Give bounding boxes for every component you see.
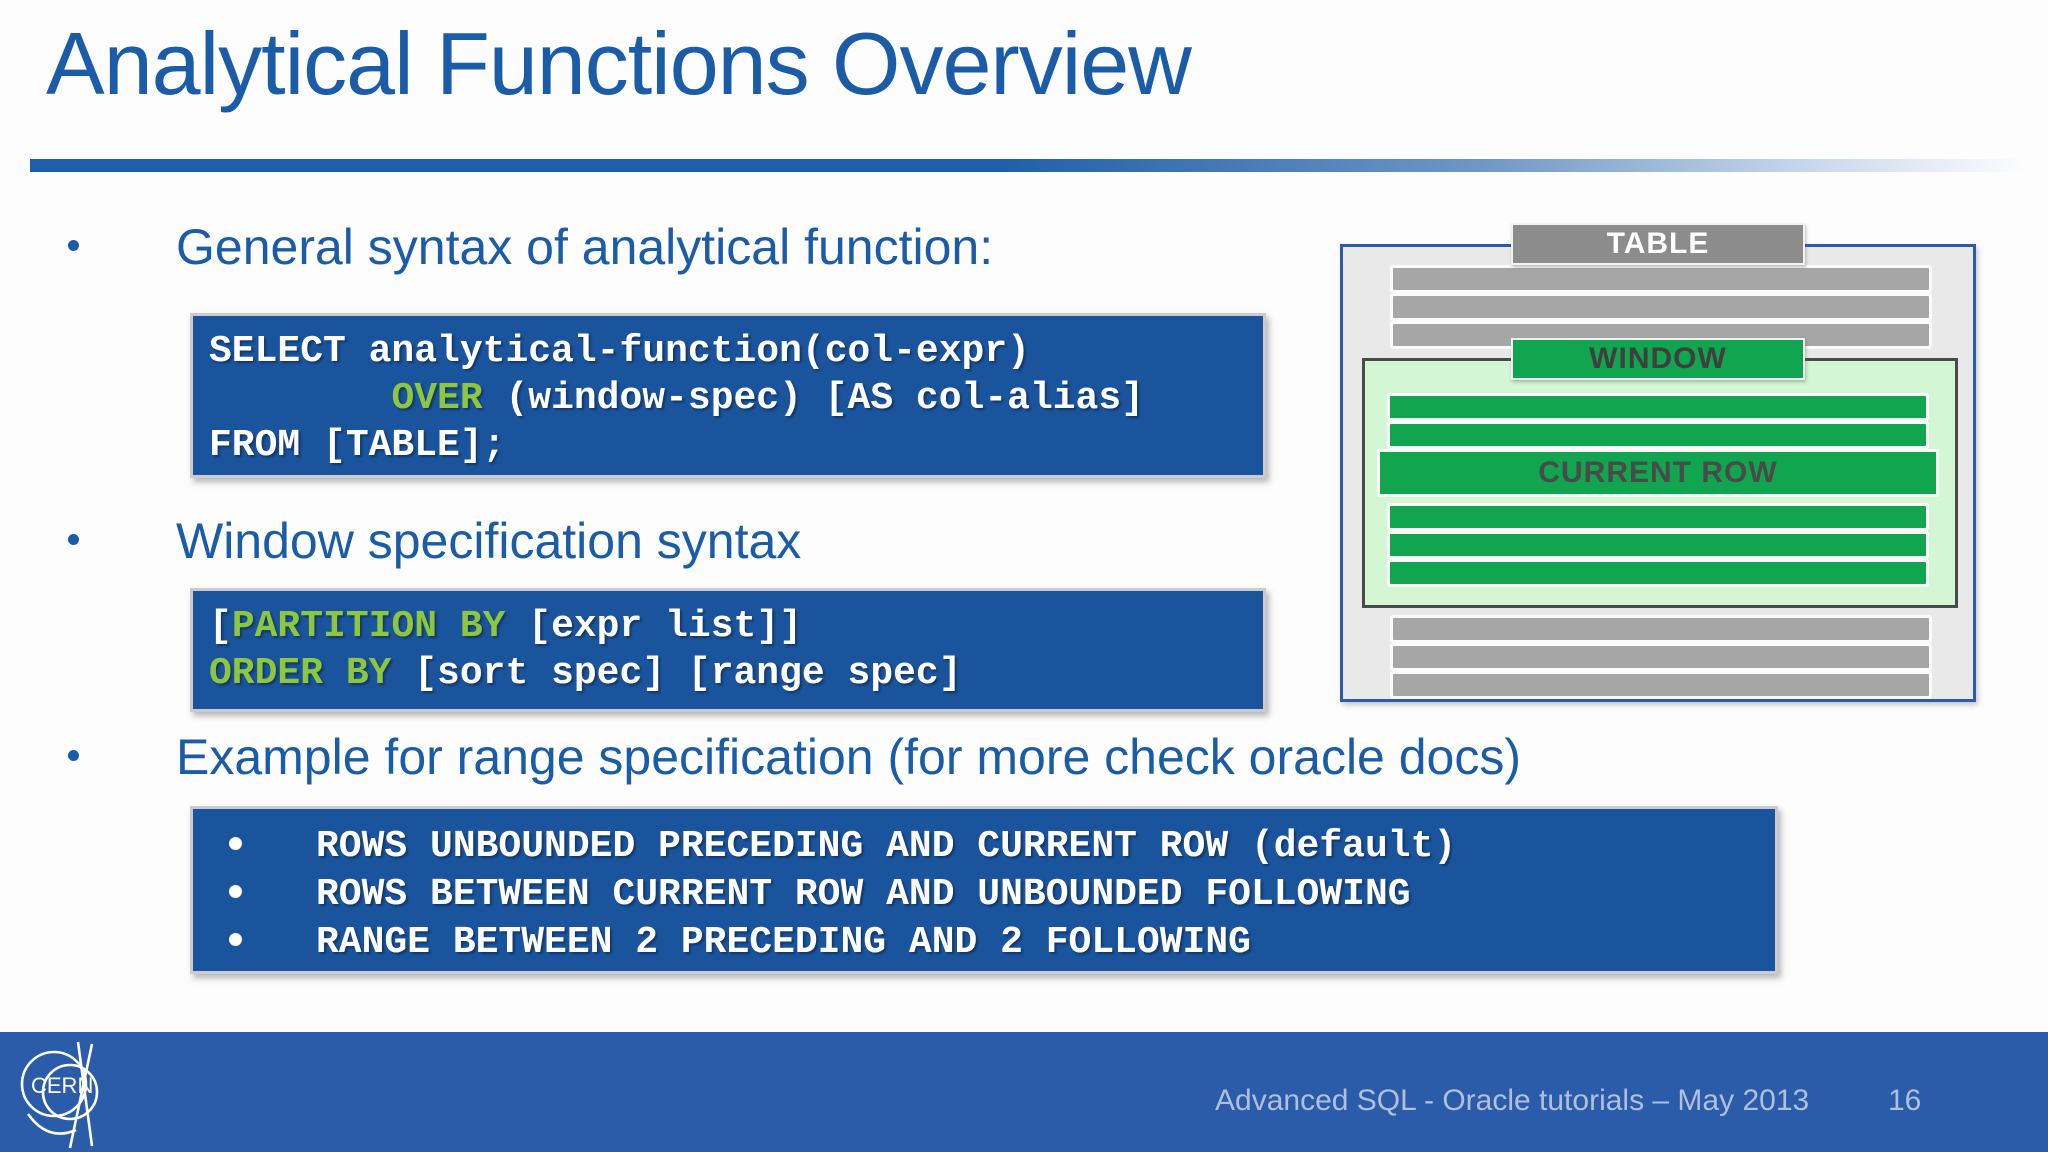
bullet-label-general-syntax: General syntax of analytical function: bbox=[176, 219, 994, 275]
window-row-bar bbox=[1390, 424, 1926, 446]
code-text-segment: RANGE BETWEEN 2 PRECEDING AND 2 FOLLOWIN… bbox=[316, 921, 1251, 964]
window-rows-below bbox=[1390, 506, 1926, 584]
current-row-bar: CURRENT ROW bbox=[1380, 452, 1936, 494]
bullet-dot-icon bbox=[68, 240, 79, 251]
window-label: WINDOW bbox=[1511, 338, 1805, 380]
bullet-label-range-spec: Example for range specification (for mor… bbox=[176, 729, 1522, 785]
code-text-segment: (window-spec) [AS col-alias] bbox=[482, 377, 1144, 420]
code-text-segment: [sort spec] [range spec] bbox=[391, 652, 962, 695]
code-text-segment: ROWS BETWEEN CURRENT ROW AND UNBOUNDED F… bbox=[316, 873, 1411, 916]
table-label: TABLE bbox=[1511, 223, 1805, 265]
cern-logo-icon: CERN bbox=[14, 1038, 120, 1152]
code-text-segment: OVER bbox=[391, 377, 483, 420]
table-row-bar bbox=[1393, 674, 1929, 696]
footer-bar: CERN Advanced SQL - Oracle tutorials – M… bbox=[0, 1032, 2048, 1152]
code-text-segment: ROWS UNBOUNDED PRECEDING AND CURRENT ROW… bbox=[316, 825, 1457, 868]
code-bullet-dot-icon bbox=[229, 836, 242, 850]
footer-credit: Advanced SQL - Oracle tutorials – May 20… bbox=[1215, 1084, 1810, 1117]
code-block-range-examples: ROWS UNBOUNDED PRECEDING AND CURRENT ROW… bbox=[190, 806, 1778, 974]
table-row-bar bbox=[1393, 296, 1929, 318]
window-diagram-box: CURRENT ROW bbox=[1362, 358, 1958, 608]
title-underline-rule bbox=[30, 159, 2048, 172]
table-gray-rows-bottom bbox=[1393, 618, 1929, 702]
code-line: RANGE BETWEEN 2 PRECEDING AND 2 FOLLOWIN… bbox=[193, 919, 1775, 967]
table-row-bar bbox=[1393, 618, 1929, 640]
bullet-dot-icon bbox=[68, 534, 79, 545]
window-row-bar bbox=[1390, 562, 1926, 584]
window-green-rows: CURRENT ROW bbox=[1380, 396, 1936, 590]
code-text-segment bbox=[209, 377, 391, 420]
table-row-bar bbox=[1393, 646, 1929, 668]
footer-page-number: 16 bbox=[1888, 1084, 1922, 1117]
code-bullet-dot-icon bbox=[229, 884, 242, 898]
code-line: ROWS BETWEEN CURRENT ROW AND UNBOUNDED F… bbox=[193, 871, 1775, 919]
code-block-window-spec: [PARTITION BY [expr list]]ORDER BY [sort… bbox=[190, 588, 1266, 712]
code-line: OVER (window-spec) [AS col-alias] bbox=[209, 375, 1263, 422]
code-line: SELECT analytical-function(col-expr) bbox=[209, 328, 1263, 375]
window-row-bar bbox=[1390, 396, 1926, 418]
code-text-segment: PARTITION BY bbox=[231, 605, 506, 648]
code-text-segment: ORDER BY bbox=[209, 652, 392, 695]
current-row-label: CURRENT ROW bbox=[1538, 456, 1778, 489]
window-row-bar bbox=[1390, 534, 1926, 556]
cern-logo-text: CERN bbox=[31, 1073, 93, 1098]
code-line: [PARTITION BY [expr list]] bbox=[209, 603, 1263, 650]
code-text-segment: SELECT analytical-function(col-expr) bbox=[209, 330, 1030, 373]
window-rows-above bbox=[1390, 396, 1926, 446]
code-text-segment: [ bbox=[209, 605, 232, 648]
code-bullet-dot-icon bbox=[229, 932, 242, 946]
table-row-bar bbox=[1393, 268, 1929, 290]
window-row-bar bbox=[1390, 506, 1926, 528]
code-line: FROM [TABLE]; bbox=[209, 422, 1263, 469]
code-text-segment: FROM [TABLE]; bbox=[209, 424, 506, 467]
bullet-label-window-spec: Window specification syntax bbox=[176, 513, 802, 569]
page-title: Analytical Functions Overview bbox=[46, 14, 1192, 113]
code-block-general-syntax: SELECT analytical-function(col-expr) OVE… bbox=[190, 313, 1266, 478]
code-line: ROWS UNBOUNDED PRECEDING AND CURRENT ROW… bbox=[193, 823, 1775, 871]
bullet-dot-icon bbox=[68, 750, 79, 761]
code-line: ORDER BY [sort spec] [range spec] bbox=[209, 650, 1263, 697]
code-text-segment: [expr list]] bbox=[505, 605, 802, 648]
